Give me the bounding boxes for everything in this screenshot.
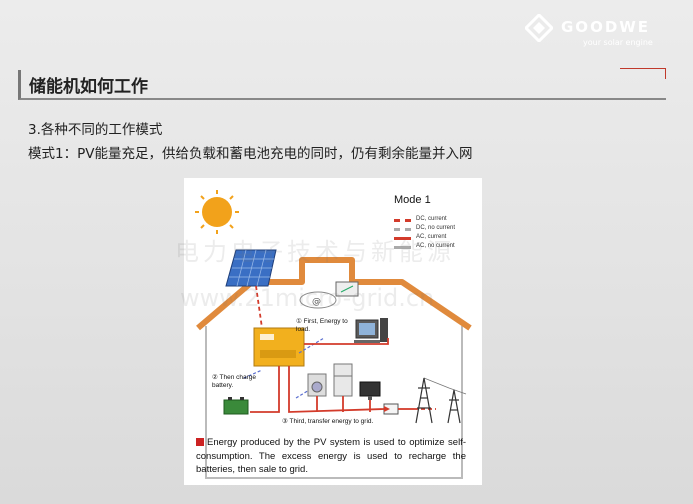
slide-title-bar: 储能机如何工作 <box>18 70 666 100</box>
inverter-icon <box>253 327 305 367</box>
diagram-drawing: @ <box>195 190 472 479</box>
brand-tagline: your solar engine <box>583 38 653 47</box>
watermark-url: www.21micro-grid.cn <box>180 284 435 312</box>
watermark-chinese: 电力电子技术与新能源 <box>175 238 455 266</box>
washing-machine-icon <box>307 373 327 397</box>
goodwe-logo: GOODWE your solar engine <box>525 12 675 52</box>
battery-icon <box>223 397 249 415</box>
mode1-diagram: @ <box>184 178 482 485</box>
step1-label: ① First, Energy to load. <box>296 318 348 333</box>
cloud-monitor-icon: @ <box>299 281 359 309</box>
goodwe-diamond-icon <box>525 14 553 42</box>
step3-label: ③ Third, transfer energy to grid. <box>282 418 374 425</box>
step2-label: ② Then charge battery. <box>212 374 257 389</box>
sun-icon <box>195 190 239 234</box>
mode-description: 模式1：PV能量充足，供给负载和蓄电池充电的同时，仍有剩余能量并入网 <box>28 146 473 162</box>
transmission-tower-icon <box>415 377 461 424</box>
fridge-icon <box>333 363 353 397</box>
slide-title: 储能机如何工作 <box>29 77 148 97</box>
brand-name: GOODWE <box>561 18 651 36</box>
caption-bullet-icon <box>196 438 204 446</box>
svg-text:@: @ <box>312 297 321 307</box>
caption-text: Energy produced by the PV system is used… <box>196 437 466 475</box>
section-heading: 3.各种不同的工作模式 <box>28 122 163 138</box>
solar-panel-icon <box>225 249 277 287</box>
house-walls <box>205 326 463 479</box>
mode-title: Mode 1 <box>394 194 431 206</box>
computer-icon <box>354 318 388 343</box>
title-accent-line <box>620 68 666 79</box>
tv-icon <box>359 381 381 400</box>
figure-caption: Energy produced by the PV system is used… <box>196 436 466 477</box>
